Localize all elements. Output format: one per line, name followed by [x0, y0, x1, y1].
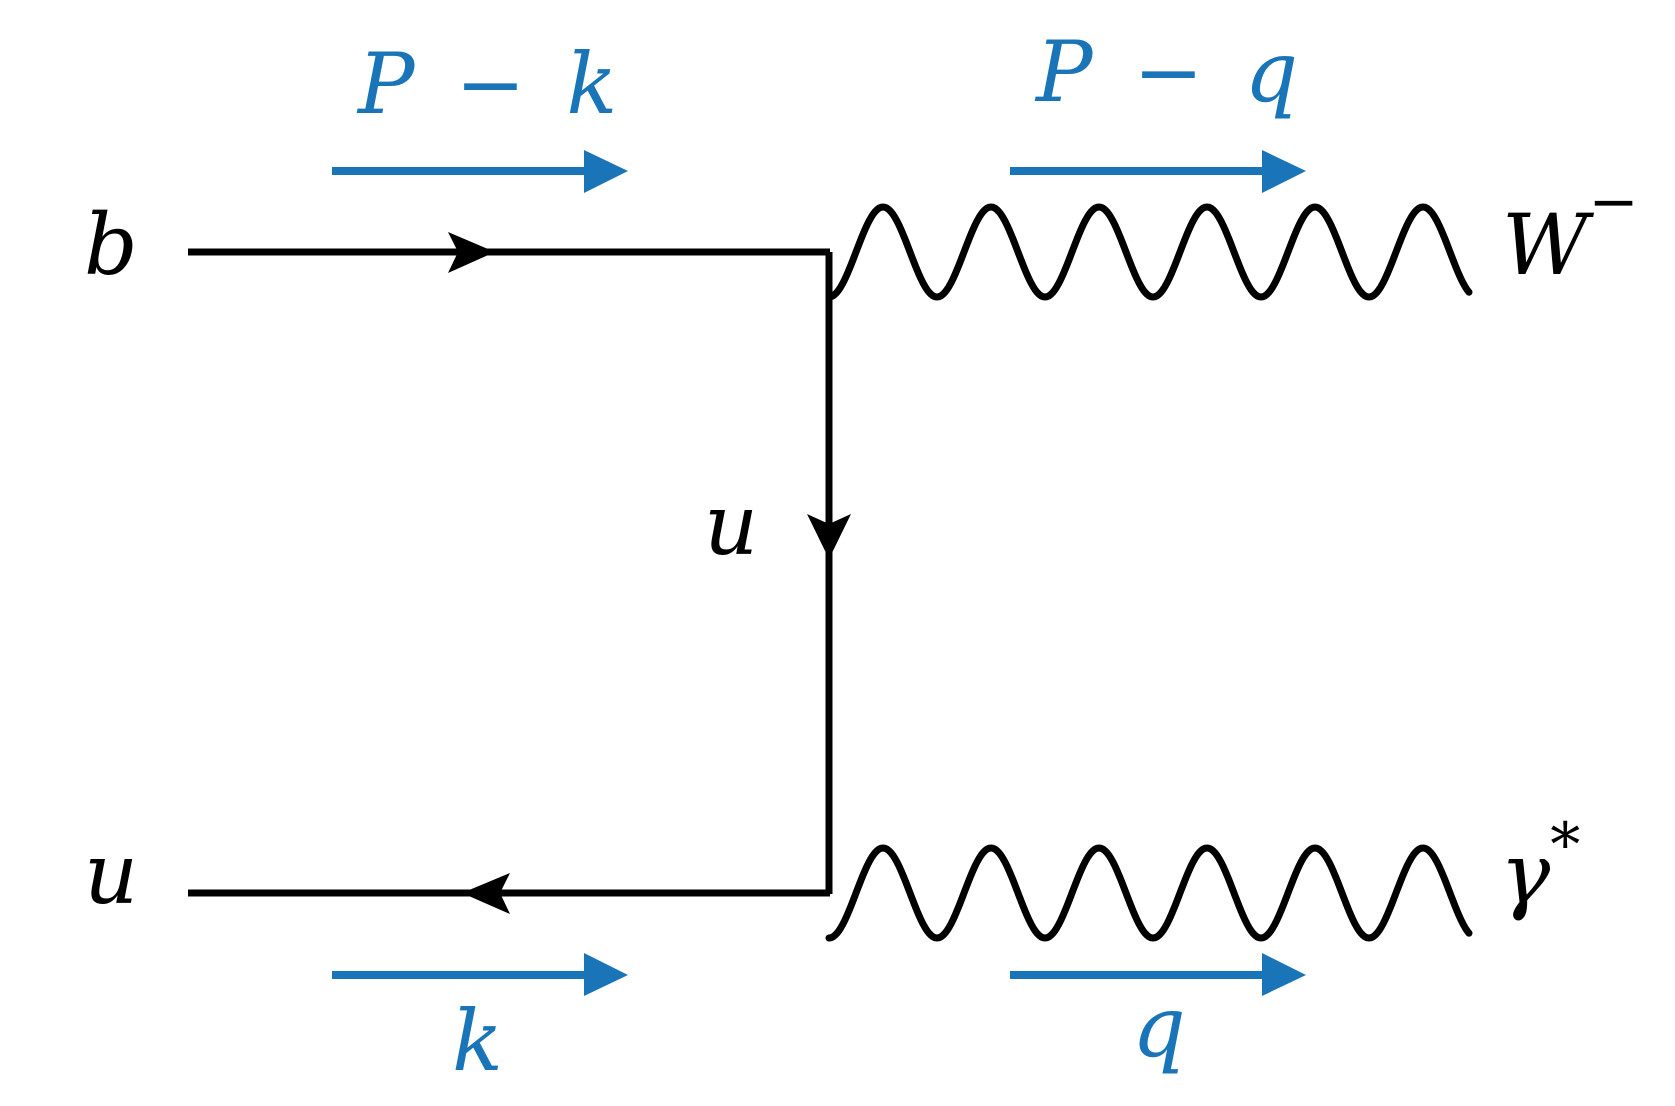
photon-line — [825, 844, 1473, 942]
u-propagator-arrow — [807, 514, 851, 559]
momentum-b-a: P — [356, 35, 416, 133]
label-photon-base: γ — [1500, 825, 1551, 923]
momentum-w-a: P — [1034, 23, 1094, 121]
momentum-arrow-gamma — [1010, 953, 1306, 996]
label-w-charge: − — [1588, 167, 1638, 237]
momentum-label-gamma: q — [1132, 978, 1186, 1076]
momentum-arrow-w — [1010, 150, 1306, 193]
momentum-label-u: k — [452, 992, 503, 1090]
label-w-base: W — [1502, 196, 1595, 294]
label-photon-star: * — [1550, 810, 1580, 880]
momentum-arrow-b — [332, 150, 628, 193]
momentum-b-op: − — [455, 35, 525, 133]
momentum-arrow-u — [332, 953, 628, 996]
w-boson-line — [825, 203, 1473, 301]
label-u-propagator: u — [704, 476, 758, 574]
label-u-quark: u — [84, 825, 138, 923]
label-b-quark: b — [84, 196, 138, 294]
b-quark-arrow — [448, 232, 495, 273]
momentum-w-b: q — [1244, 23, 1298, 121]
momentum-w-op: − — [1133, 23, 1203, 121]
label-w-boson: W− — [1502, 167, 1639, 294]
momentum-label-w: P − q — [1034, 23, 1298, 121]
momentum-label-b: P − k — [356, 35, 617, 133]
label-photon: γ* — [1500, 810, 1580, 923]
u-quark-arrow — [462, 873, 510, 914]
momentum-b-b: k — [566, 35, 617, 133]
